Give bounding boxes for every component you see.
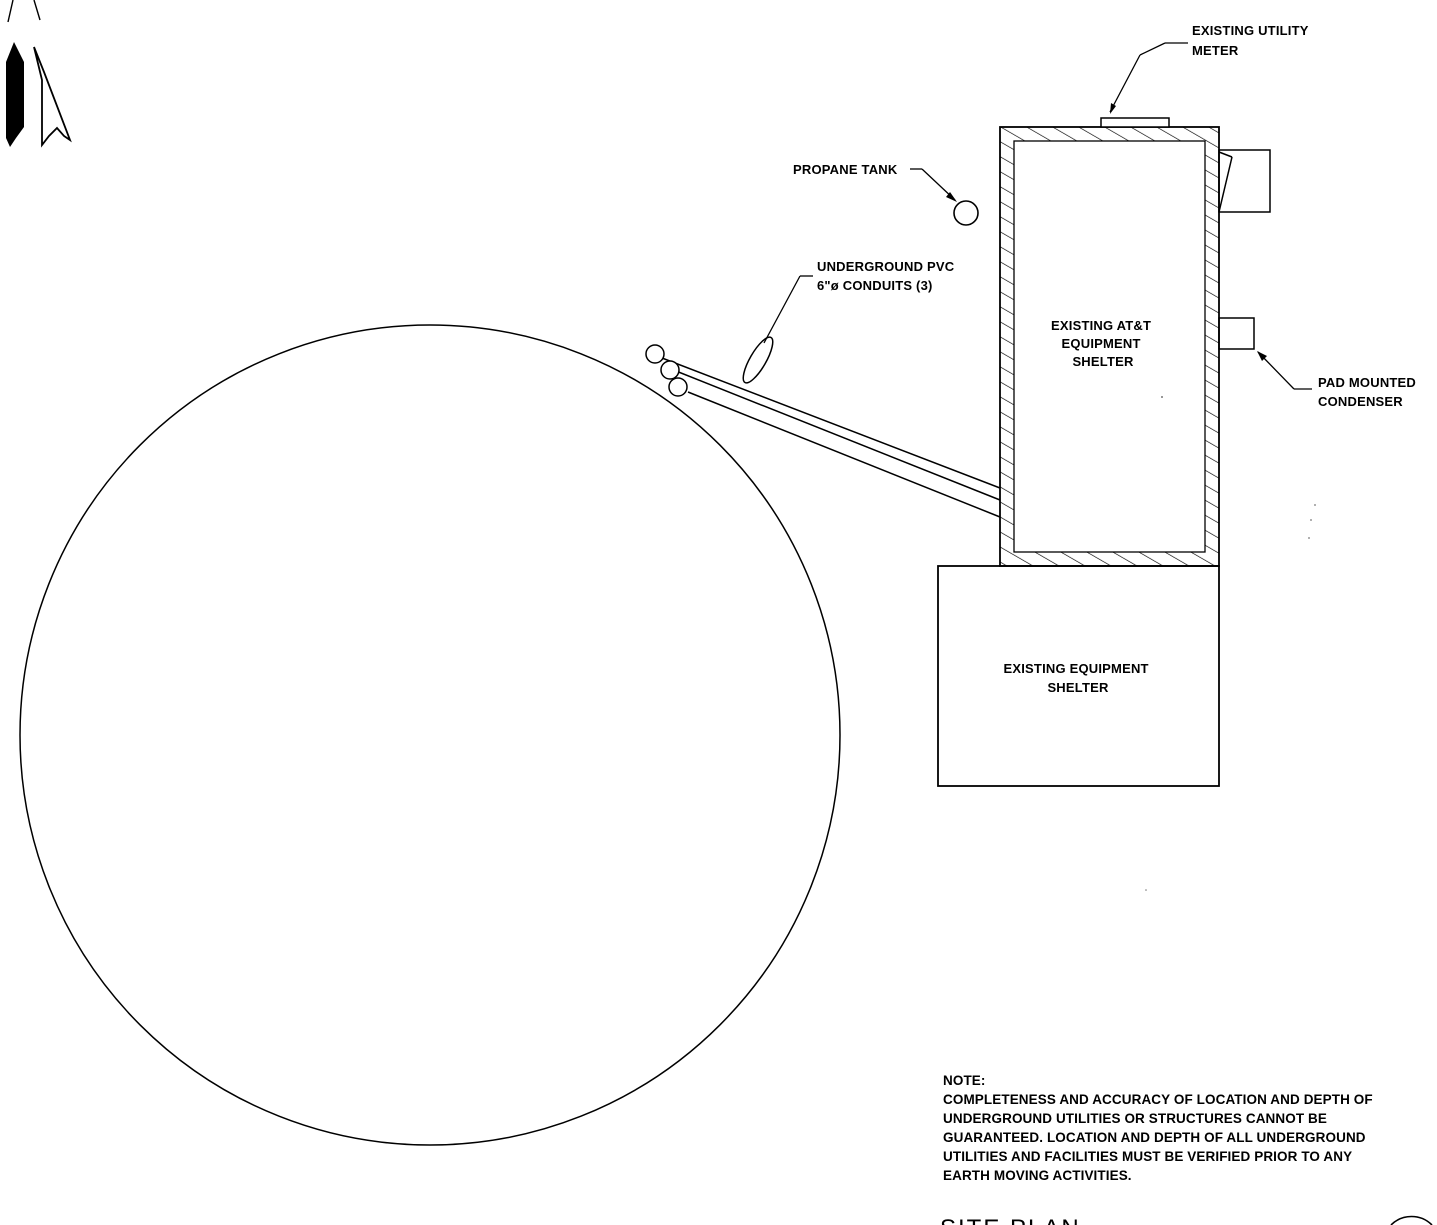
north-arrow-icon (6, 0, 72, 148)
note-block: NOTE: COMPLETENESS AND ACCURACY OF LOCAT… (943, 1073, 1377, 1183)
utility-meter (1100, 117, 1170, 128)
conduits-label: UNDERGROUND PVC 6"ø CONDUITS (3) (817, 259, 958, 293)
compound-circle (19, 324, 841, 1146)
att-shelter-label: EXISTING AT&T EQUIPMENT SHELTER (1051, 318, 1155, 369)
scan-specks (1145, 396, 1316, 891)
pad-mounted-condenser (1218, 317, 1255, 350)
conduit-runs (645, 336, 1001, 518)
existing-equipment-shelter (937, 565, 1220, 787)
condenser-label: PAD MOUNTED CONDENSER (1318, 375, 1420, 409)
equipment-shelter-label: EXISTING EQUIPMENT SHELTER (1004, 661, 1153, 695)
side-equipment-box (1218, 149, 1271, 213)
utility-meter-label: EXISTING UTILITY METER (1192, 23, 1312, 58)
propane-tank (953, 200, 979, 226)
propane-tank-label: PROPANE TANK (793, 162, 898, 177)
sheet-title: SITE PLAN (940, 1215, 1081, 1225)
detail-bubble-icon (1390, 1215, 1433, 1225)
